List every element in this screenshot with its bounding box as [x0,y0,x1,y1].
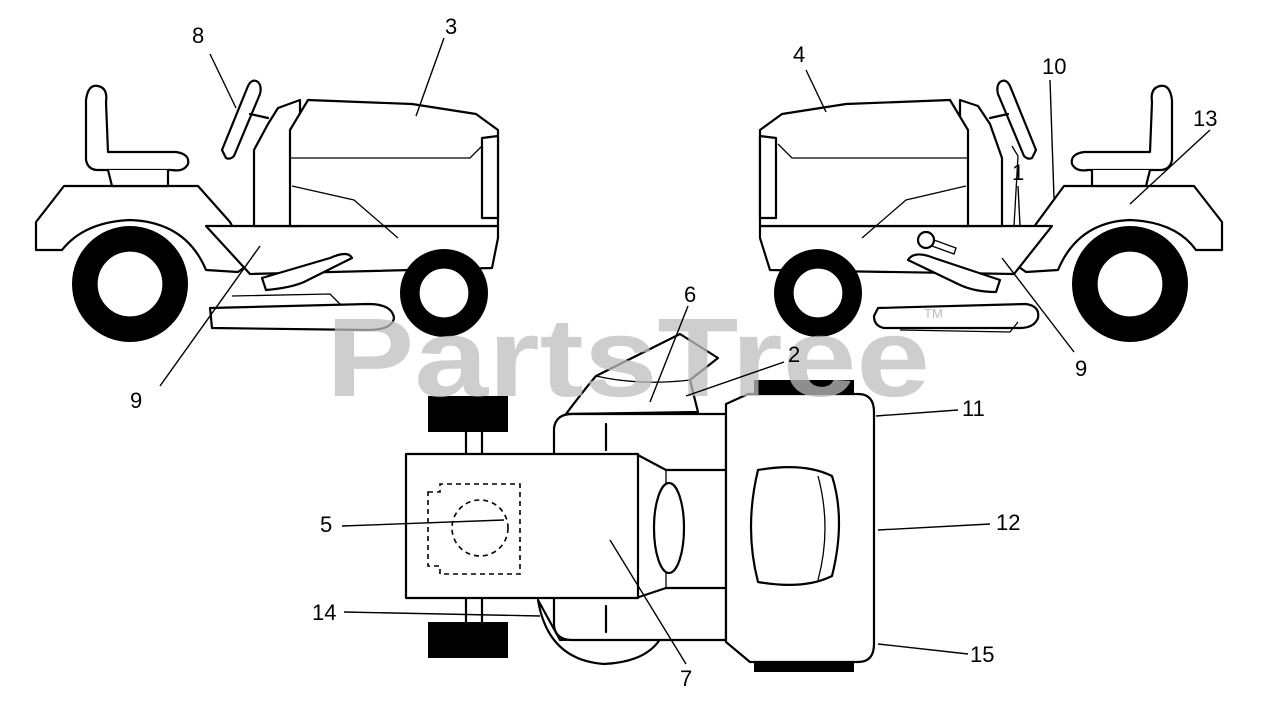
right-hood [758,98,970,228]
callout-2: 2 [788,342,800,367]
callout-6: 6 [684,282,696,307]
callout-9-right: 9 [1075,356,1087,381]
top-rear-tire-upper [428,396,508,432]
callout-5: 5 [320,512,332,537]
callout-numbers: 8 3 4 10 13 1 9 9 6 2 5 7 14 11 12 15 [130,14,1217,691]
right-ignition-key [916,230,957,255]
left-rear-wheel [72,226,188,342]
left-footrest [260,252,354,292]
callout-leaders [159,37,1211,665]
right-mower-deck [872,302,1040,330]
left-seat [84,84,190,172]
top-fender [404,452,640,600]
left-front-wheel [400,249,488,337]
left-mower-deck [208,302,396,332]
top-front-tire-upper [754,380,854,394]
right-front-wheel [774,249,862,337]
right-rear-wheel [1072,226,1188,342]
callout-12: 12 [996,510,1020,535]
tractor-right-view [758,79,1224,342]
callout-7: 7 [680,666,692,691]
top-discharge-chute [564,332,720,416]
callout-4: 4 [793,42,805,67]
callout-9-left: 9 [130,388,142,413]
callout-1: 1 [1012,160,1024,185]
tractor-left-view [34,79,500,342]
right-steering-wheel [996,79,1038,160]
top-rear-tire-lower [428,622,508,658]
left-hood [288,98,500,228]
callout-14: 14 [312,600,336,625]
callout-8: 8 [192,23,204,48]
partstree-watermark: PartsTree TM [326,295,943,420]
callout-13: 13 [1193,106,1217,131]
callout-11: 11 [962,396,985,421]
callout-15: 15 [970,642,994,667]
callout-3: 3 [445,14,457,39]
callout-10: 10 [1042,54,1066,79]
watermark-trademark: TM [924,306,943,321]
watermark-text: PartsTree [326,295,930,420]
top-deck-arc [536,598,664,666]
right-seat [1070,84,1174,172]
left-steering-wheel [220,79,262,160]
tractor-top-view [404,332,876,672]
right-footrest [906,253,1002,294]
